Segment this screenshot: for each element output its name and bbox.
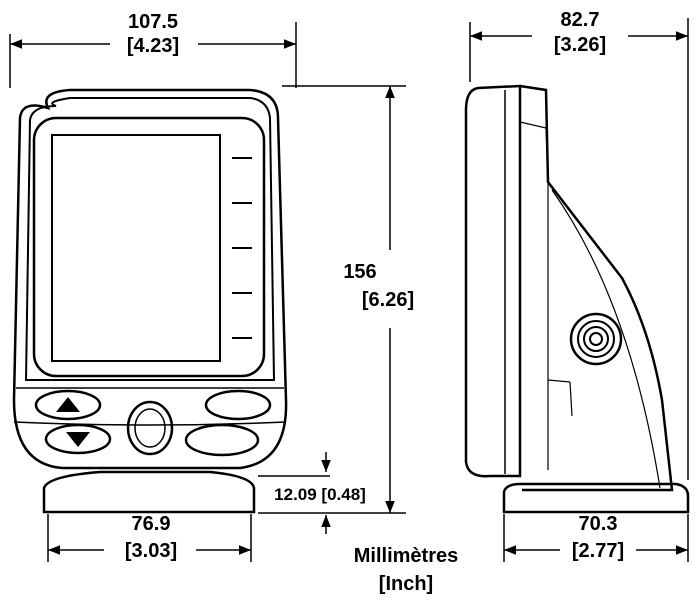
down-arrow-icon: [66, 432, 90, 447]
base-width-mm: 76.9: [132, 513, 171, 535]
front-view: [12, 88, 288, 514]
height-inch: [6.26]: [362, 289, 414, 311]
front-stand-base: [42, 470, 256, 514]
display-screen: [51, 134, 221, 362]
display-frame: [32, 116, 266, 378]
dimension-lines: [9, 18, 689, 562]
side-stand-base: [502, 482, 690, 514]
base-depth-inch: [2.77]: [572, 540, 624, 562]
down-arrow-button[interactable]: [44, 423, 112, 455]
side-front-panel: [464, 84, 522, 478]
height-mm: 156: [343, 261, 376, 283]
center-button-inner: [134, 408, 166, 448]
base-depth-mm: 70.3: [579, 513, 618, 535]
indicator-marks: [232, 157, 252, 339]
up-arrow-icon: [56, 397, 80, 412]
side-body-inner: [519, 121, 573, 470]
right-bottom-button[interactable]: [184, 423, 260, 457]
keypad-divider: [13, 421, 287, 426]
side-view: [464, 84, 690, 514]
side-depth-mm: 82.7: [561, 9, 600, 31]
side-body: [519, 84, 674, 492]
units-legend-line1: Millimètres: [354, 545, 458, 567]
side-curve-line: [551, 189, 661, 489]
center-button[interactable]: [126, 400, 174, 456]
mount-knob-ring: [577, 320, 615, 358]
mount-knob-center: [589, 332, 603, 346]
front-bezel: [24, 97, 276, 381]
base-width-inch: [3.03]: [125, 540, 177, 562]
units-legend-line2: [Inch]: [379, 573, 433, 595]
mount-knob-outer: [569, 312, 623, 366]
side-depth-inch: [3.26]: [554, 34, 606, 56]
front-width-inch: [4.23]: [127, 35, 179, 57]
base-height-label: 12.09 [0.48]: [274, 485, 366, 504]
front-width-mm: 107.5: [128, 11, 178, 33]
mount-knob-ring-2: [583, 326, 609, 352]
right-top-button[interactable]: [204, 389, 272, 421]
front-housing-outer: [12, 88, 288, 470]
up-arrow-button[interactable]: [34, 389, 102, 421]
